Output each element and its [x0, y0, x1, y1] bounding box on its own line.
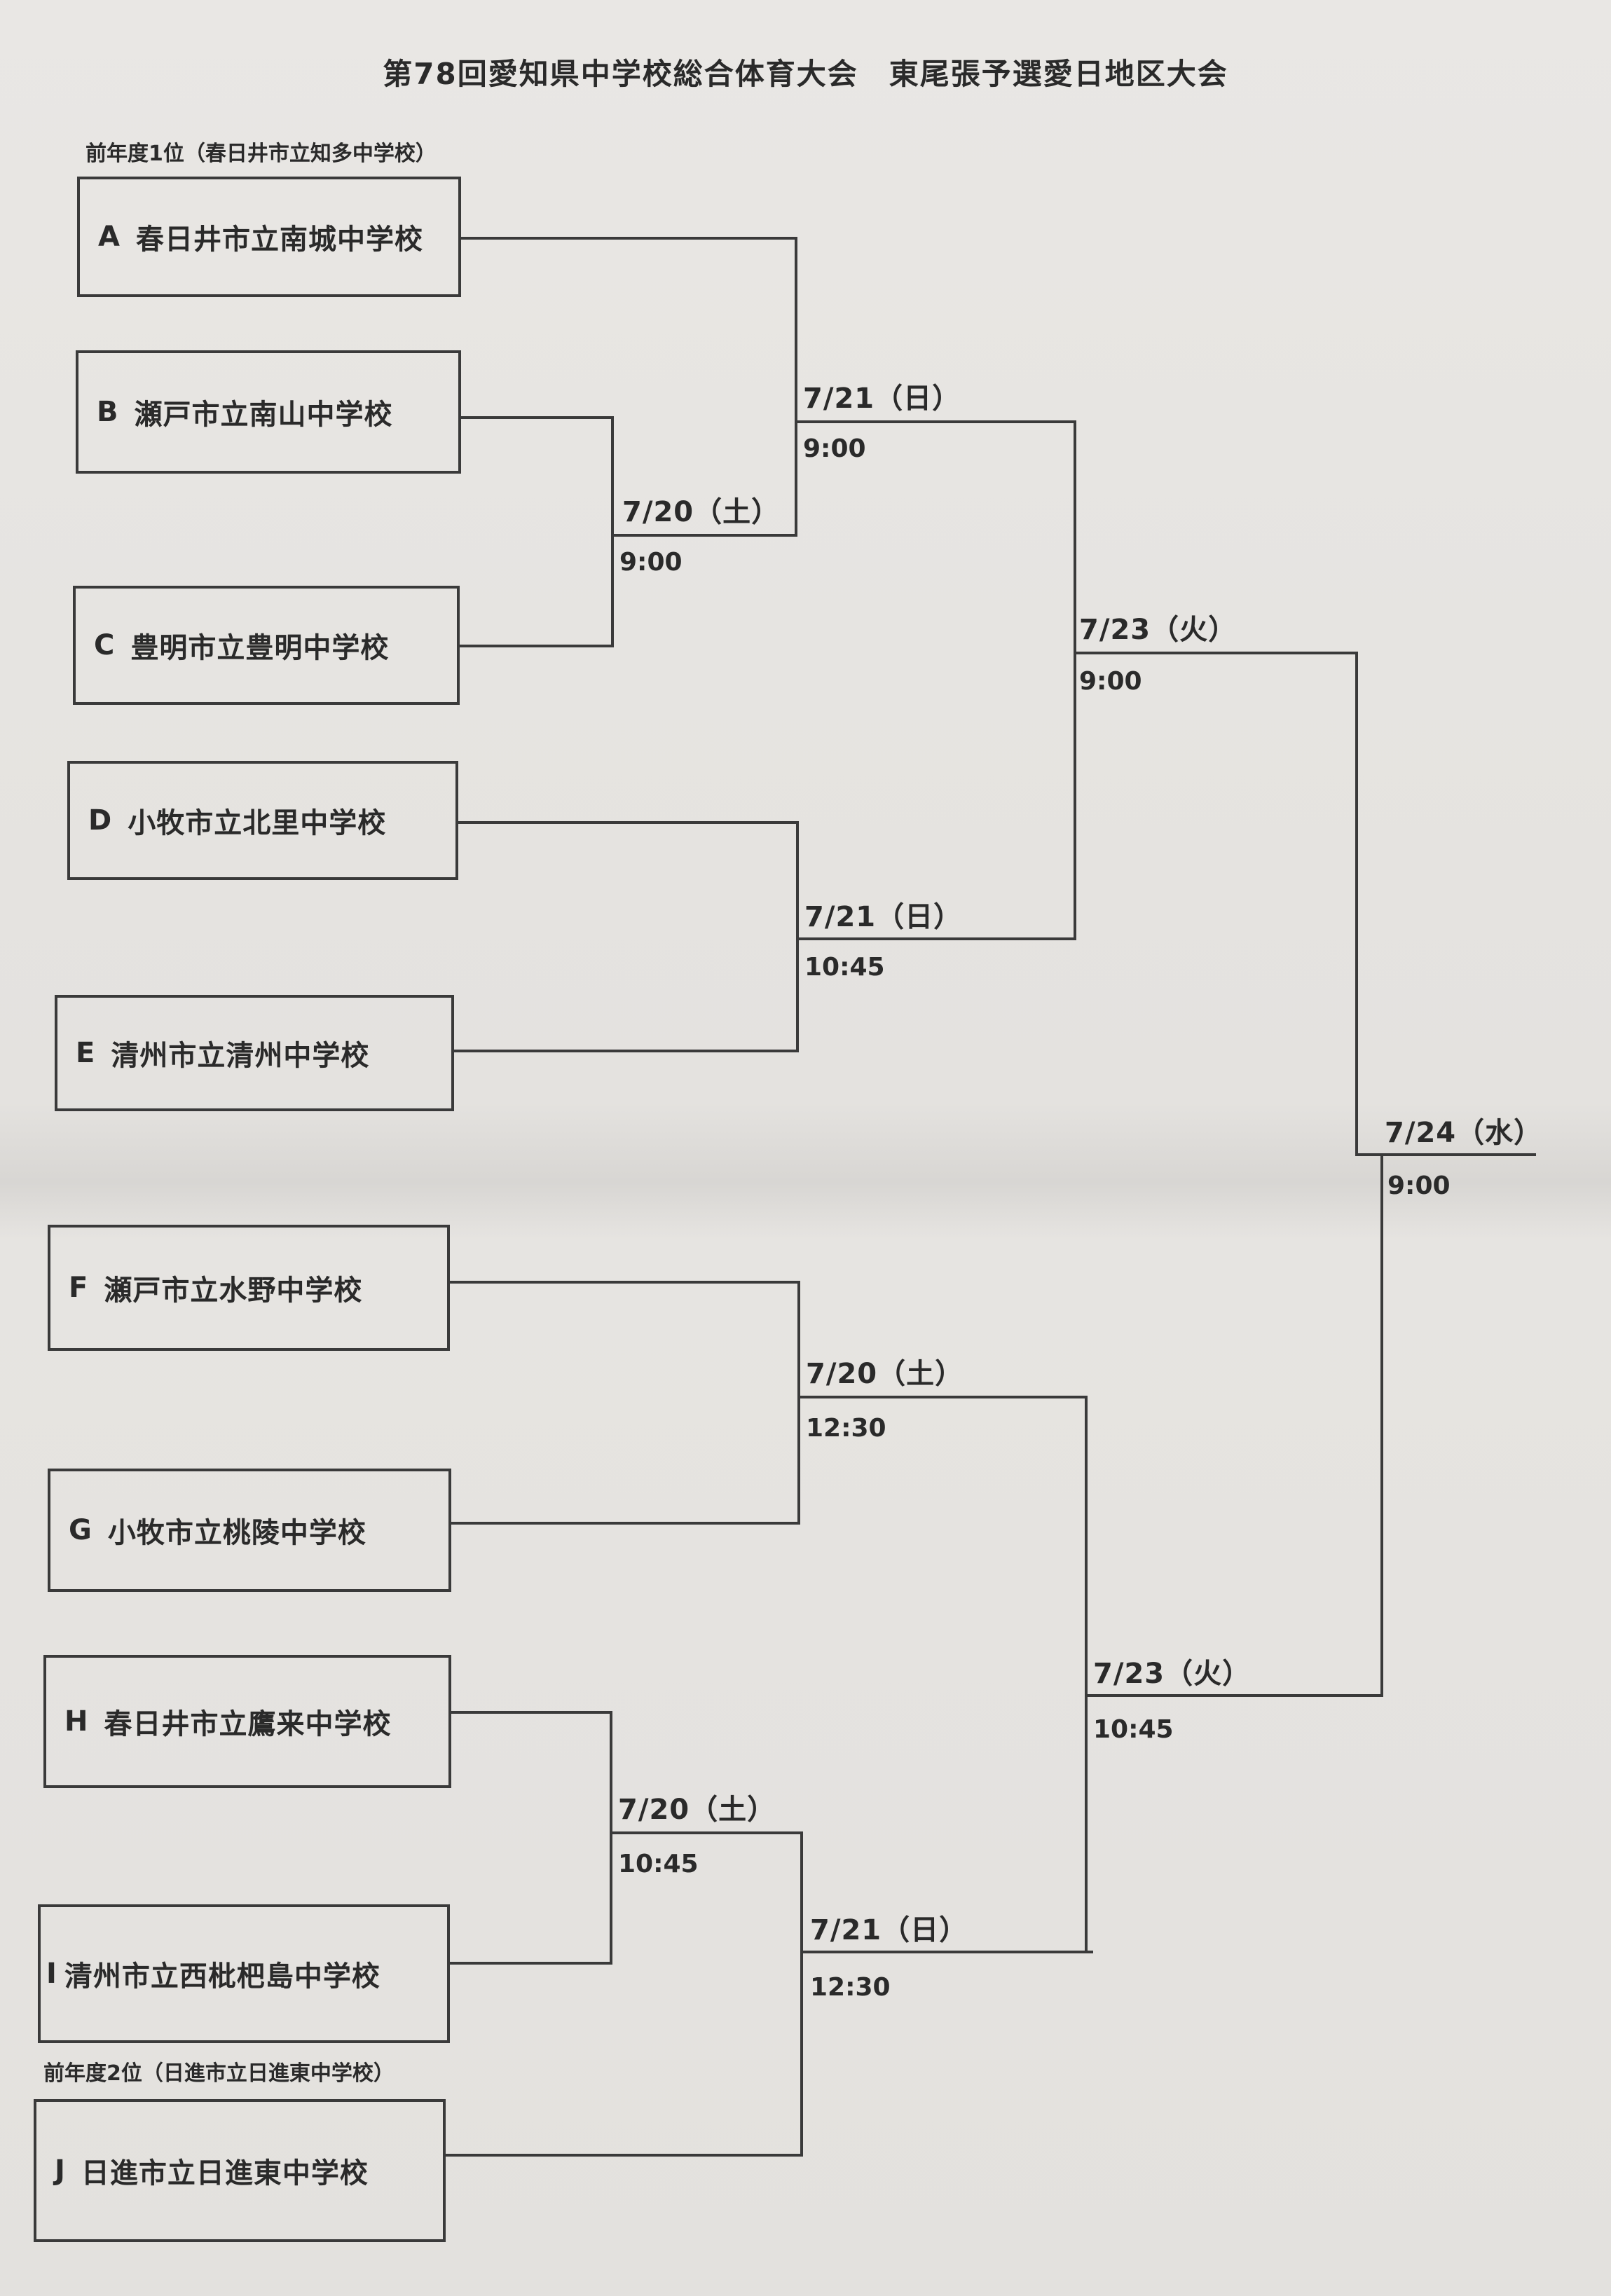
team-code: B — [97, 396, 119, 428]
bracket-line — [1074, 420, 1076, 940]
team-box-a: A 春日井市立南城中学校 — [77, 177, 461, 297]
page-title: 第78回愛知県中学校総合体育大会 東尾張予選愛日地区大会 — [383, 57, 1228, 91]
match-date: 7/20（土） — [806, 1358, 964, 1390]
team-code: C — [94, 629, 116, 661]
bracket-line — [446, 2154, 803, 2157]
team-name: 小牧市立北里中学校 — [128, 807, 387, 839]
team-code: E — [76, 1037, 96, 1069]
match-time: 9:00 — [1079, 667, 1142, 696]
final-winner-line — [1383, 1153, 1536, 1156]
team-name: 春日井市立南城中学校 — [135, 224, 423, 256]
final-match-date: 7/24（水） — [1385, 1117, 1543, 1149]
bracket-line — [454, 1050, 799, 1052]
team-name: 清州市立清州中学校 — [111, 1040, 370, 1072]
bracket-line — [800, 1396, 1085, 1398]
match-date: 7/20（土） — [622, 496, 781, 528]
bracket-line — [451, 1711, 612, 1714]
bracket-line — [450, 1962, 612, 1965]
team-box-g: G 小牧市立桃陵中学校 — [48, 1469, 451, 1592]
bracket-line — [461, 416, 614, 419]
bracket-line — [799, 937, 1076, 940]
team-box-c: C 豊明市立豊明中学校 — [73, 586, 460, 705]
team-code: I — [46, 1958, 57, 1990]
team-code: J — [55, 2154, 66, 2187]
final-match-time: 9:00 — [1387, 1171, 1451, 1200]
team-name: 瀬戸市立南山中学校 — [134, 399, 393, 431]
match-date: 7/23（火） — [1093, 1658, 1252, 1690]
team-box-j: J 日進市立日進東中学校 — [34, 2099, 446, 2242]
team-box-d: D 小牧市立北里中学校 — [67, 761, 458, 880]
team-box-f: F 瀬戸市立水野中学校 — [48, 1225, 450, 1351]
match-date: 7/21（日） — [803, 383, 961, 415]
match-time: 10:45 — [804, 953, 885, 982]
bracket-line — [458, 821, 799, 824]
bracket-line — [450, 1281, 800, 1284]
match-time: 12:30 — [810, 1973, 891, 2002]
bracket-line — [1355, 652, 1358, 1153]
bracket-line — [1088, 1694, 1383, 1697]
bracket-line — [795, 237, 797, 537]
team-code: F — [69, 1272, 89, 1304]
team-code: A — [98, 221, 121, 253]
match-time: 9:00 — [619, 548, 683, 577]
match-time: 10:45 — [618, 1850, 699, 1878]
team-name: 清州市立西枇杷島中学校 — [64, 1960, 381, 1993]
team-code: G — [69, 1514, 92, 1546]
bracket-line — [1380, 1153, 1383, 1697]
bracket-line — [803, 1951, 1093, 1953]
match-date: 7/21（日） — [810, 1914, 968, 1946]
team-box-i: I 清州市立西枇杷島中学校 — [38, 1904, 450, 2043]
match-time: 9:00 — [803, 434, 866, 463]
team-box-b: B 瀬戸市立南山中学校 — [76, 350, 461, 474]
team-name: 春日井市立鷹来中学校 — [104, 1708, 392, 1740]
bracket-line — [1085, 1396, 1088, 1953]
bracket-line — [460, 645, 614, 647]
team-box-h: H 春日井市立鷹来中学校 — [43, 1655, 451, 1788]
bracket-line — [796, 821, 799, 1052]
bracket-line — [461, 237, 797, 240]
bracket-line — [797, 1281, 800, 1525]
seed-note-first: 前年度1位（春日井市立知多中学校） — [85, 142, 437, 166]
bracket-line — [612, 1831, 803, 1834]
bracket-line — [797, 420, 1076, 423]
team-name: 豊明市立豊明中学校 — [130, 632, 390, 664]
team-box-e: E 清州市立清州中学校 — [55, 995, 454, 1111]
match-date: 7/23（火） — [1079, 614, 1238, 646]
match-time: 12:30 — [806, 1414, 886, 1443]
bracket-line — [451, 1522, 800, 1525]
bracket-line — [614, 534, 797, 537]
bracket-line — [800, 1831, 803, 2157]
bracket-line — [611, 416, 614, 647]
team-name: 小牧市立桃陵中学校 — [107, 1517, 366, 1549]
match-time: 10:45 — [1093, 1715, 1174, 1744]
team-code: D — [88, 804, 113, 837]
team-name: 日進市立日進東中学校 — [81, 2157, 369, 2190]
bracket-line — [1076, 652, 1358, 654]
team-code: H — [64, 1705, 89, 1738]
bracket-line — [1355, 1153, 1383, 1156]
match-date: 7/20（土） — [618, 1794, 776, 1826]
bracket-line — [610, 1711, 612, 1965]
match-date: 7/21（日） — [804, 901, 963, 933]
team-name: 瀬戸市立水野中学校 — [104, 1274, 363, 1307]
seed-note-second: 前年度2位（日進市立日進東中学校） — [43, 2061, 395, 2086]
